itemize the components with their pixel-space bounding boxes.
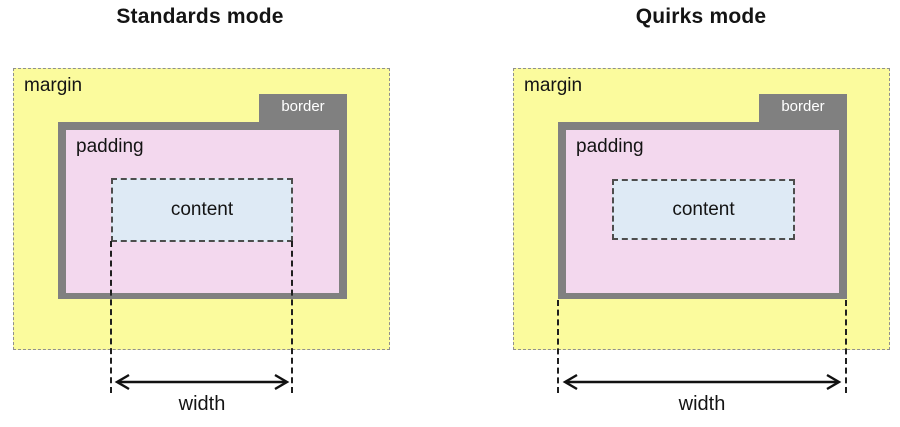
quirks-guide-line-left (557, 300, 559, 393)
quirks-border-label: border (781, 98, 825, 115)
quirks-content-box: content (612, 179, 795, 240)
standards-padding-label: padding (76, 136, 144, 157)
standards-border-label: border (281, 98, 325, 115)
quirks-width-label: width (678, 393, 726, 415)
standards-margin-label: margin (24, 75, 83, 96)
quirks-padding-label: padding (576, 136, 644, 157)
standards-panel-title: Standards mode (116, 5, 284, 28)
standards-guide-line-left (110, 241, 112, 393)
standards-width-arrow (114, 373, 290, 391)
standards-content-label: content (170, 199, 234, 220)
standards-content-box: content (111, 178, 293, 242)
quirks-margin-label: margin (524, 75, 583, 96)
standards-guide-line-right (291, 241, 293, 393)
quirks-content-label: content (672, 198, 735, 220)
standards-width-label: width (178, 393, 226, 415)
quirks-panel-title: Quirks mode (635, 5, 767, 28)
quirks-guide-line-right (845, 300, 847, 393)
quirks-width-arrow (562, 373, 842, 391)
